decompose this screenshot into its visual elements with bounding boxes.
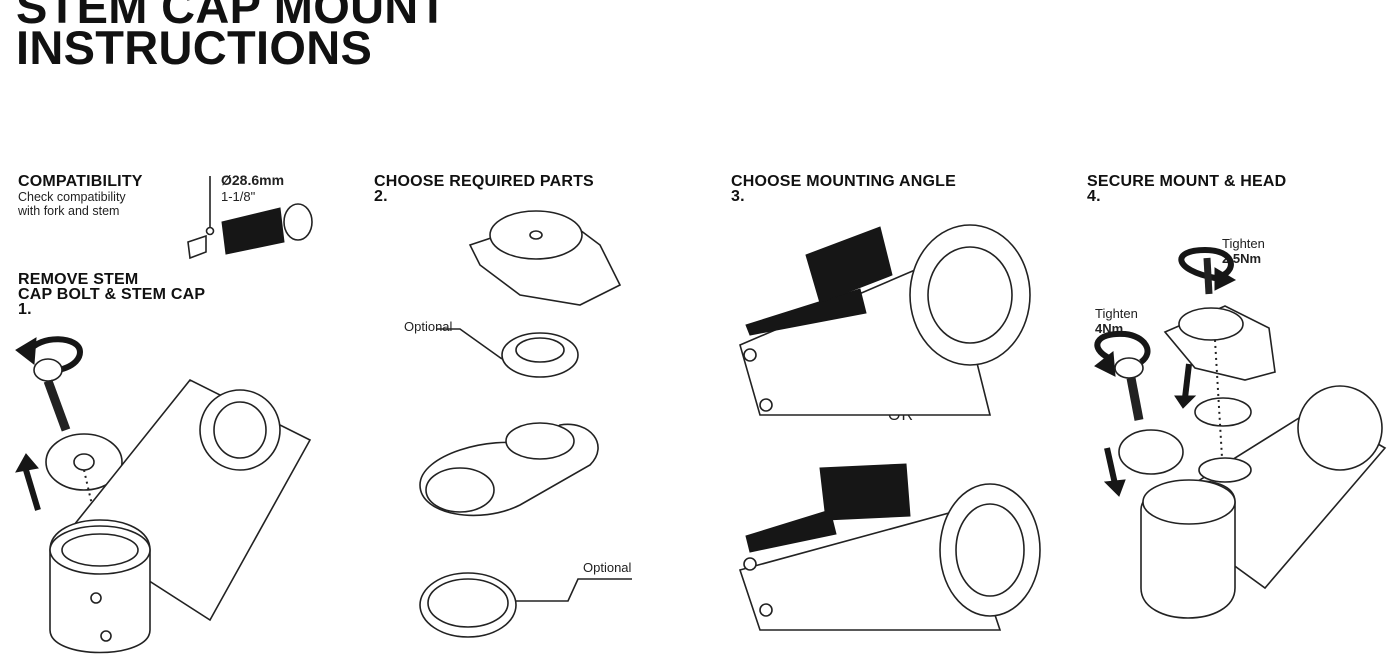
handlebar-clamp-inner (213, 401, 267, 459)
stem-cap-bolt-thread (43, 379, 71, 432)
step4-handlebar-clamp (1297, 385, 1383, 471)
step3-flat-option-illustration (738, 463, 1041, 631)
flat-stem-body (738, 509, 1002, 631)
down-arrow-2-head (1103, 479, 1126, 497)
tighten-bolt-arrow-head (1094, 351, 1116, 377)
diameter-pointer-dot (205, 226, 215, 236)
tighten-head-text: Tighten (1222, 236, 1265, 251)
stem-cap-bolt-head (33, 358, 63, 382)
angled-mount-hole (425, 467, 495, 513)
up-arrow-line (23, 469, 41, 511)
optional-pointer-1 (436, 328, 503, 360)
step2-optional-label-2: Optional (583, 560, 632, 575)
spacer-ring-inner (427, 578, 509, 628)
step3-angled-option-illustration (739, 224, 1031, 416)
step4-mount-ring (1178, 307, 1244, 341)
mount-head-center (529, 230, 543, 240)
angled-bolt-1 (743, 348, 757, 362)
step4-heading-text: SECURE MOUNT & HEAD (1087, 173, 1287, 190)
angled-handlebar-clamp-inner (927, 246, 1013, 344)
clamp-bolt-1 (90, 592, 102, 604)
flat-handlebar-clamp-inner (955, 503, 1025, 597)
compatibility-subtext: Check compatibility with fork and stem (18, 190, 126, 218)
down-arrow-2-line (1104, 447, 1118, 485)
tighten-label-bolt: Tighten 4Nm (1095, 306, 1138, 336)
step2-number: 2. (374, 188, 388, 205)
step4-illustration (1094, 246, 1387, 619)
steerer-opening-inner (61, 533, 139, 567)
clamp-bolt-2 (100, 630, 112, 642)
step4-mount-axis (1214, 339, 1226, 509)
down-arrow-1-line (1182, 363, 1192, 399)
fork-inch-label: 1-1/8" (221, 189, 256, 204)
title-line-2: INSTRUCTIONS (16, 21, 373, 74)
step4-steerer-opening (1142, 479, 1236, 525)
serrated-spacer-inner (515, 337, 565, 363)
step1-heading-line-1: REMOVE STEM (18, 271, 139, 288)
step2-optional-label-1: Optional (404, 319, 453, 334)
flat-mount-arm (745, 509, 837, 553)
step4-number: 4. (1087, 188, 1101, 205)
step4-heading: SECURE MOUNT & HEAD 4. (1087, 173, 1287, 205)
step1-number: 1. (18, 301, 32, 318)
flat-mount-head (819, 463, 911, 521)
stem-faceplate (187, 234, 207, 260)
stem-body (221, 207, 285, 255)
step4-serrated-spacer (1194, 397, 1252, 427)
step4-stem-cap (1118, 429, 1184, 475)
flat-bolt-1 (743, 557, 757, 571)
step3-heading: CHOOSE MOUNTING ANGLE 3. (731, 173, 956, 205)
step2-heading: CHOOSE REQUIRED PARTS 2. (374, 173, 594, 205)
down-arrow-1-head (1174, 395, 1197, 409)
compatibility-sub-line-2: with fork and stem (18, 204, 120, 218)
optional-pointer-2 (516, 578, 632, 602)
tighten-bolt-rotation-arrow (1094, 330, 1151, 365)
stem-cap-hole (73, 453, 95, 471)
fork-diameter-label: Ø28.6mm (221, 172, 285, 188)
tighten-bolt-text: Tighten (1095, 306, 1138, 321)
head-bolt (1203, 257, 1213, 295)
title-line-1: STEM CAP MOUNT (16, 0, 448, 33)
flat-bolt-2 (759, 603, 773, 617)
angled-mount-serration (505, 422, 575, 460)
step2-heading-text: CHOOSE REQUIRED PARTS (374, 173, 594, 190)
tighten-head-arrow-head (1214, 267, 1237, 291)
angled-bolt-2 (759, 398, 773, 412)
step4-bolt-thread (1126, 377, 1144, 421)
tighten-head-rotation-arrow (1178, 246, 1234, 281)
step3-number: 3. (731, 188, 745, 205)
step1-heading-line-2: CAP BOLT & STEM CAP (18, 286, 206, 303)
angled-mount-head (805, 226, 893, 304)
step1-heading: REMOVE STEM CAP BOLT & STEM CAP 1. (18, 271, 206, 318)
loosen-arrow-head (15, 337, 37, 365)
compatibility-stem-illustration (187, 176, 313, 260)
step4-angled-plate-serration (1198, 457, 1252, 483)
step4-bolt-head (1114, 357, 1144, 379)
up-arrow-head (15, 453, 39, 473)
compatibility-heading: COMPATIBILITY (18, 173, 143, 190)
step3-heading-text: CHOOSE MOUNTING ANGLE (731, 173, 956, 190)
page-title: STEM CAP MOUNT INSTRUCTIONS (16, 0, 448, 74)
compatibility-sub-line-1: Check compatibility (18, 190, 126, 204)
step2-illustration (419, 210, 632, 638)
stem-clamp (283, 203, 313, 241)
step1-illustration (15, 336, 312, 654)
